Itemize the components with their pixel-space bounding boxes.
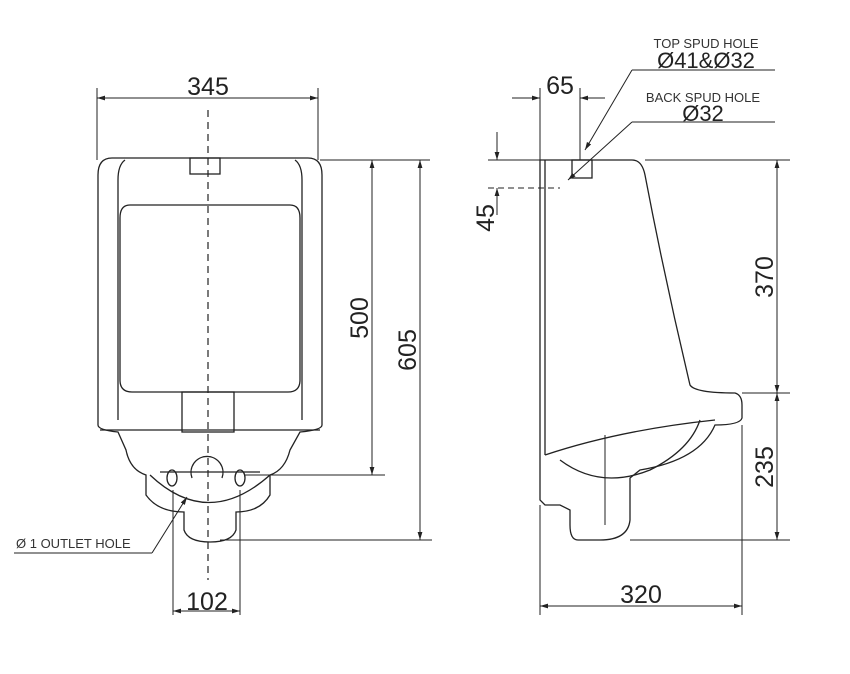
- outlet-hole-label: Ø 1 OUTLET HOLE: [16, 536, 131, 551]
- dimension-605: 605: [220, 160, 432, 541]
- dimension-65: 65: [512, 72, 605, 160]
- dim-605-label: 605: [394, 329, 422, 371]
- dimension-102: 102: [172, 490, 241, 616]
- top-spud-label: TOP SPUD HOLE: [654, 36, 759, 51]
- dim-320-label: 320: [620, 581, 662, 609]
- top-spud-callout: TOP SPUD HOLE Ø41&Ø32: [584, 36, 775, 151]
- dimension-370: 370: [645, 159, 790, 394]
- outlet-hole-callout: Ø 1 OUTLET HOLE: [14, 496, 188, 554]
- dimension-320: 320: [539, 425, 743, 615]
- dim-345-label: 345: [187, 73, 229, 101]
- dim-65-label: 65: [546, 72, 574, 100]
- dimension-235: 235: [630, 393, 790, 541]
- front-view: [97, 110, 323, 580]
- dimension-500: 500: [245, 159, 430, 476]
- side-view: [539, 159, 743, 541]
- back-spud-label: BACK SPUD HOLE: [646, 90, 760, 105]
- back-spud-callout: BACK SPUD HOLE Ø32: [567, 90, 775, 181]
- dim-102-label: 102: [186, 588, 228, 616]
- dim-235-label: 235: [751, 446, 779, 488]
- dim-500-label: 500: [346, 297, 374, 339]
- top-spud-size: Ø41&Ø32: [657, 48, 755, 73]
- dim-370-label: 370: [751, 256, 779, 298]
- dimension-45: 45: [472, 132, 560, 232]
- dim-45-label: 45: [472, 204, 500, 232]
- dimension-345: 345: [96, 73, 319, 160]
